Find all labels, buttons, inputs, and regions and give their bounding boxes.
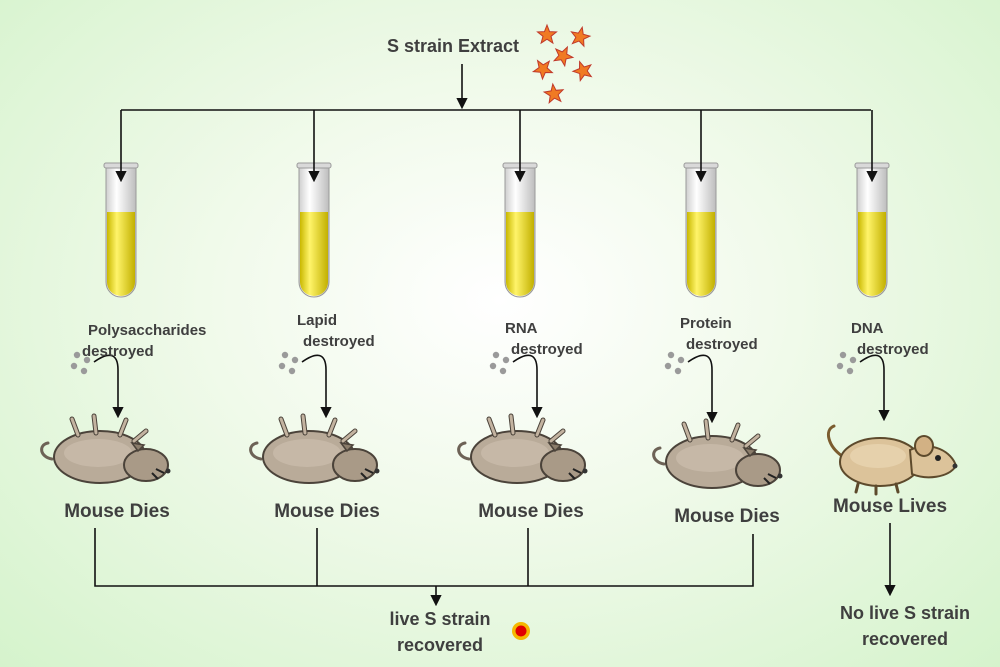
dead-mouse-icon xyxy=(459,416,588,483)
tube-label-substance: RNA xyxy=(505,320,538,337)
tube-label-substance: Lapid xyxy=(297,312,337,329)
star-icon xyxy=(536,23,558,45)
mouse-outcome-label: Mouse Lives xyxy=(832,496,948,517)
tube-label-substance: Protein xyxy=(680,315,732,332)
mouse-arrow xyxy=(93,354,124,419)
tube-label: DNA destroyed xyxy=(851,318,929,360)
mouse-arrow xyxy=(687,354,718,424)
star-icon xyxy=(531,59,554,81)
enzyme-dots-icon xyxy=(278,351,299,375)
star-icon xyxy=(571,60,593,83)
tube-label-status: destroyed xyxy=(857,341,929,358)
mouse-outcome-label: Mouse Dies xyxy=(274,501,380,522)
test-tube-icon xyxy=(502,162,538,298)
enzyme-dots-icon xyxy=(664,351,685,375)
result-right-line2: recovered xyxy=(861,629,949,649)
enzyme-dots-icon xyxy=(489,351,510,375)
test-tube-icon xyxy=(103,162,139,298)
dead-mouse-icon xyxy=(251,416,380,483)
tube-label: RNA destroyed xyxy=(505,318,583,360)
mouse-arrow xyxy=(512,354,543,419)
tube-label-substance: DNA xyxy=(851,320,884,337)
enzyme-dots-icon xyxy=(836,351,857,375)
live-mouse-icon xyxy=(826,424,959,496)
result-right-label: No live S strain recovered xyxy=(830,600,980,652)
mouse-outcome-label: Mouse Dies xyxy=(64,501,170,522)
branch-5 xyxy=(826,110,959,496)
star-icon xyxy=(570,25,592,48)
test-tube-icon xyxy=(854,162,890,298)
result-left-line2: recovered xyxy=(396,635,484,655)
extract-title: S strain Extract xyxy=(387,36,520,56)
test-tube-icon xyxy=(683,162,719,298)
dead-mouse-icon xyxy=(42,416,171,483)
branch-3 xyxy=(459,110,588,483)
mouse-arrow xyxy=(301,354,332,419)
mouse-outcome-label: Mouse Dies xyxy=(478,501,584,522)
result-left-label: live S strain recovered xyxy=(365,606,515,658)
star-icon xyxy=(552,45,575,68)
tube-label-status: destroyed xyxy=(303,333,375,350)
result-right-line1: No live S strain xyxy=(839,603,971,623)
dead-mouse-icon xyxy=(654,421,783,488)
tube-label: Protein destroyed xyxy=(680,313,758,355)
enzyme-dots-icon xyxy=(70,351,91,375)
tube-label-status: destroyed xyxy=(511,341,583,358)
tube-label-status: destroyed xyxy=(82,343,154,360)
tube-label: Lapid destroyed xyxy=(297,310,375,352)
tube-label: Polysaccharides destroyed xyxy=(82,320,206,362)
branch-1 xyxy=(42,110,171,483)
live-bacterium-icon xyxy=(512,622,530,640)
s-strain-extract-stars xyxy=(531,23,593,105)
tube-label-substance: Polysaccharides xyxy=(88,322,207,339)
mouse-outcome-label: Mouse Dies xyxy=(674,506,780,527)
star-icon xyxy=(542,82,565,105)
test-tube-icon xyxy=(296,162,332,298)
tube-label-status: destroyed xyxy=(686,336,758,353)
mouse-arrow xyxy=(859,354,890,422)
collection-line xyxy=(94,528,754,587)
branch-4 xyxy=(654,110,783,488)
result-left-line1: live S strain xyxy=(389,609,491,629)
branch-2 xyxy=(251,110,380,483)
